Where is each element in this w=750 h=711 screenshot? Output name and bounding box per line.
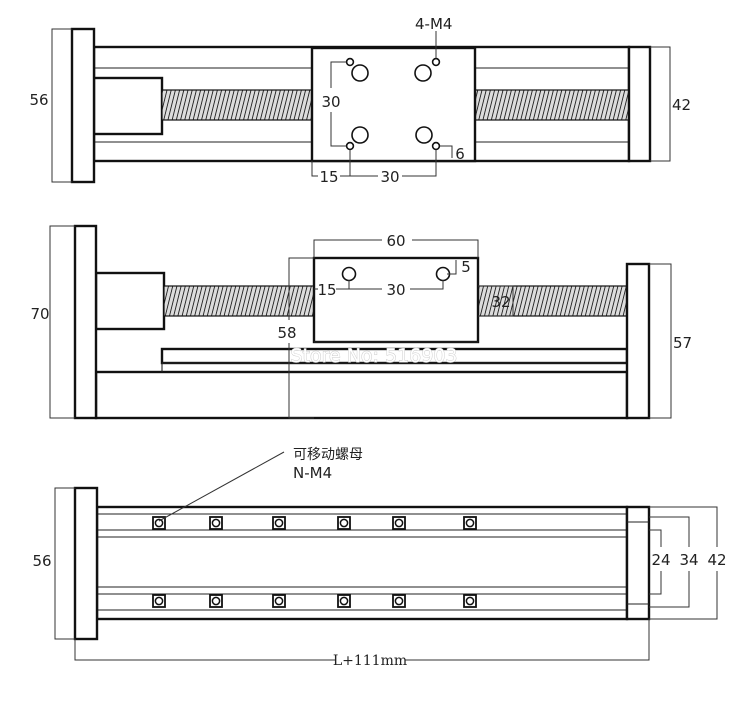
side-right-end-plate [625,262,651,420]
slot-spacing-inner-label: 24 [651,551,670,569]
bottom-right-end-plate [625,505,651,621]
top-carriage [310,46,477,163]
m4-thread-hole [431,141,441,151]
side-carriage-length-label: 60 [386,232,405,250]
top-right-end-plate [627,45,652,163]
overall-length-label: L+111mm [333,653,407,669]
slot-spacing-outer-label: 42 [707,551,726,569]
top-hole-offset-label: 15 [319,168,338,186]
top-height-left-label: 56 [29,91,48,109]
side-hole-offset-top-label: 5 [461,258,471,276]
carriage-hole [415,126,433,144]
side-carriage [312,256,480,344]
top-lead-screw-left [161,89,313,121]
slot-nut-hole [394,596,404,606]
side-screw-height-label: 32 [491,293,510,311]
side-view [49,224,672,420]
side-left-end-plate [73,224,98,420]
bottom-rail-body [95,505,629,621]
side-hole-pitch-label: 30 [386,281,405,299]
top-height-right-label: 42 [672,96,691,114]
slot-nut-hole [465,596,475,606]
nut-label-cn: 可移动螺母 [293,447,363,463]
slot-nut-hole [465,518,475,528]
slot-nut-hole [154,596,164,606]
bottom-dimensions [54,451,718,661]
slot-nut-hole [211,596,221,606]
carriage-hole [341,266,357,282]
side-motor-mount [94,271,166,331]
slot-spacing-mid-label: 34 [679,551,698,569]
holes-label: 4-M4 [415,15,452,33]
bottom-height-left-label: 56 [32,552,51,570]
slot-nut-hole [394,518,404,528]
top-lead-screw-right [474,89,630,121]
bottom-left-end-plate [73,486,99,641]
side-rail-body [94,370,629,420]
slot-nuts [152,516,477,608]
side-hole-offset-label: 15 [317,281,336,299]
top-hole-margin-label: 6 [455,145,465,163]
slot-nut-hole [274,518,284,528]
top-hole-pitch-vertical-label: 30 [321,93,340,111]
store-watermark: Store No: 516903 [290,345,457,367]
top-left-end-plate [70,27,96,184]
slot-nut-hole [339,596,349,606]
slot-nut-hole [211,518,221,528]
carriage-hole [351,64,369,82]
m4-thread-hole [345,57,355,67]
slot-nut-hole [274,596,284,606]
side-height-left-label: 70 [30,305,49,323]
m4-thread-hole [345,141,355,151]
slot-nut-hole [339,518,349,528]
nut-label-thread: N-M4 [293,464,332,482]
side-lead-screw-left [163,285,315,317]
m4-thread-hole [431,57,441,67]
side-carriage-height-label: 58 [277,324,296,342]
bottom-view [73,486,651,641]
slot-nut-hole [154,518,164,528]
side-height-right-label: 57 [673,334,692,352]
carriage-hole [414,64,432,82]
top-motor-mount [92,76,164,136]
carriage-hole [351,126,369,144]
top-view [51,27,671,184]
top-hole-pitch-horizontal-label: 30 [380,168,399,186]
